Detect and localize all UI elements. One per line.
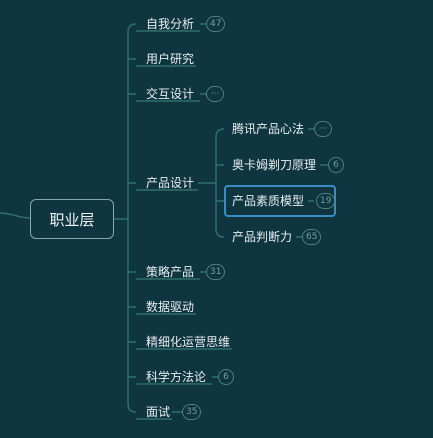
branch-self-analysis[interactable]: 自我分析 [146,16,194,32]
child-label: 产品素质模型 [232,194,305,208]
branch-label: 数据驱动 [146,300,195,314]
branch-product-design[interactable]: 产品设计 [146,175,194,191]
branch-label: 策略产品 [146,265,195,279]
child-label: 奥卡姆剃刀原理 [232,158,317,172]
branch-scientific-method[interactable]: 科学方法论 [146,369,206,385]
branch-label: 产品设计 [146,176,195,190]
branch-label: 科学方法论 [146,370,207,384]
branch-strategy-product[interactable]: 策略产品 [146,264,194,280]
child-tencent-product-method[interactable]: 腾讯产品心法 [232,121,304,137]
child-count-badge[interactable]: 31 [206,264,226,280]
branch-label: 精细化运营思维 [146,335,231,349]
branch-interaction-design[interactable]: 交互设计 [146,86,194,102]
branch-label: 自我分析 [146,17,195,31]
branch-label: 用户研究 [146,52,195,66]
child-count-badge[interactable]: 35 [182,404,202,420]
child-count-badge[interactable]: 19 [316,193,336,209]
branch-label: 交互设计 [146,87,195,101]
branch-refined-operations[interactable]: 精细化运营思维 [146,334,230,350]
child-count-badge[interactable]: 6 [218,369,234,385]
root-node-label: 职业层 [49,210,95,229]
child-count-badge[interactable]: 6 [328,157,344,173]
branch-data-driven[interactable]: 数据驱动 [146,299,194,315]
child-label: 腾讯产品心法 [232,122,305,136]
branch-label: 面试 [146,405,171,419]
child-product-competency-model[interactable]: 产品素质模型 [232,193,304,209]
child-occams-razor[interactable]: 奥卡姆剃刀原理 [232,157,316,173]
child-label: 产品判断力 [232,230,293,244]
collapsed-ellipsis-badge[interactable]: ··· [314,121,332,137]
child-product-judgment[interactable]: 产品判断力 [232,229,292,245]
root-node-career-layer[interactable]: 职业层 [30,199,114,239]
branch-user-research[interactable]: 用户研究 [146,51,194,67]
child-count-badge[interactable]: 65 [302,229,322,245]
branch-interview[interactable]: 面试 [146,404,170,420]
child-count-badge[interactable]: 47 [206,16,226,32]
collapsed-ellipsis-badge[interactable]: ··· [206,86,224,102]
